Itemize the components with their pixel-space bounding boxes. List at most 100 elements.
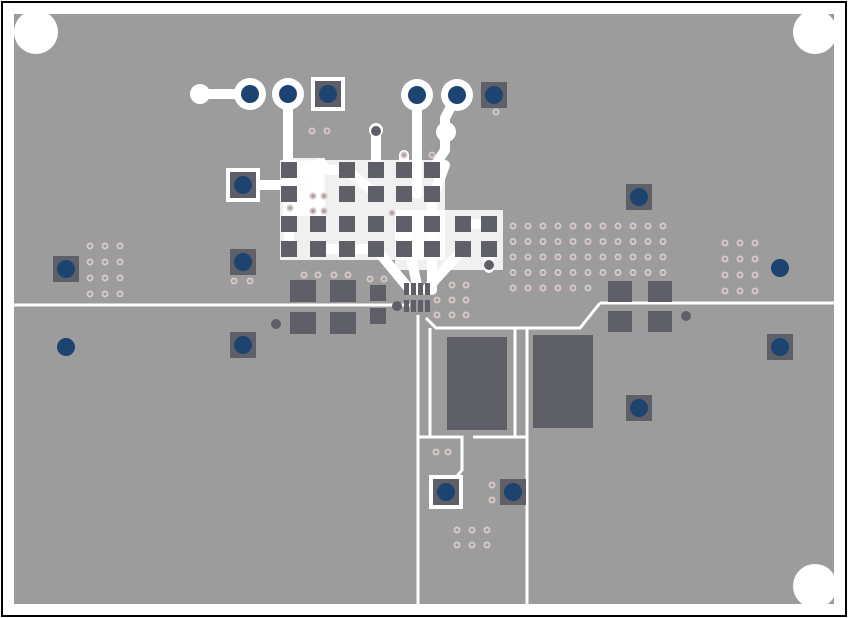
small-via-hole	[753, 257, 757, 261]
small-via-hole	[571, 286, 575, 290]
small-via-hole	[470, 543, 474, 547]
small-via-hole	[435, 313, 439, 317]
small-via-hole	[103, 276, 107, 280]
small-via-hole	[571, 270, 575, 275]
small-via-hole	[490, 483, 494, 487]
through-hole-via	[630, 399, 648, 417]
smd-pad	[368, 162, 384, 178]
through-hole-via	[319, 85, 337, 103]
small-via-hole	[646, 255, 650, 259]
small-via-hole	[616, 239, 620, 244]
small-via-hole	[511, 255, 515, 259]
smd-pad	[368, 186, 384, 202]
small-via-hole	[494, 110, 498, 114]
ic-pin	[411, 283, 416, 295]
small-via-hole	[586, 270, 590, 275]
small-via-hole	[661, 270, 665, 275]
smd-pad	[370, 285, 386, 301]
small-via-hole	[541, 270, 545, 275]
small-via-hole	[661, 239, 665, 244]
small-via-hole	[723, 289, 727, 293]
small-via-hole	[485, 528, 489, 532]
power-pad	[533, 335, 593, 428]
small-via-hole	[601, 255, 605, 259]
small-via-hole	[526, 255, 530, 259]
small-via-hole	[556, 270, 560, 275]
through-hole-via	[448, 86, 466, 104]
small-via-hole	[631, 239, 635, 244]
small-via-hole	[646, 270, 650, 275]
through-hole-via	[234, 336, 252, 354]
small-via-hole	[103, 244, 107, 248]
small-via-hole	[450, 298, 454, 302]
small-via-hole	[118, 260, 122, 264]
small-via-hole	[88, 276, 92, 280]
small-via-hole	[661, 224, 665, 228]
smd-pad	[330, 312, 356, 334]
smd-pad	[481, 241, 497, 257]
smd-pad	[368, 241, 384, 257]
small-via-hole	[526, 224, 530, 228]
small-via-hole	[661, 255, 665, 259]
smd-pad	[290, 312, 316, 334]
small-via-hole	[541, 239, 545, 244]
small-via-hole	[601, 239, 605, 244]
small-via-hole	[88, 260, 92, 264]
small-via-hole	[232, 279, 236, 283]
smd-pad	[330, 280, 356, 302]
smd-pad	[396, 241, 412, 257]
small-via-hole	[631, 255, 635, 259]
through-hole-via	[437, 483, 455, 501]
mounting-hole	[14, 10, 58, 54]
small-via-hole	[601, 270, 605, 275]
ic-pin	[418, 283, 423, 295]
small-via-hole	[586, 286, 590, 290]
through-hole-via	[630, 188, 648, 206]
smd-pad	[370, 308, 386, 324]
small-via-hole	[435, 298, 439, 302]
small-via-hole	[118, 292, 122, 296]
through-hole-via	[234, 253, 252, 271]
small-via-hole	[526, 239, 530, 244]
smd-pad	[455, 241, 471, 257]
small-via-hole	[325, 129, 329, 133]
mounting-hole	[793, 10, 837, 54]
small-via-hole	[646, 224, 650, 228]
small-via-hole	[753, 241, 757, 245]
small-via-hole	[738, 289, 742, 293]
small-via-hole	[402, 153, 406, 157]
small-via-hole	[464, 298, 468, 302]
small-via-hole	[511, 286, 515, 290]
through-hole-via	[279, 85, 297, 103]
smd-pad	[281, 186, 297, 202]
ic-pin	[404, 283, 409, 295]
small-via-hole	[601, 224, 605, 228]
small-via-hole	[738, 241, 742, 245]
small-via-hole	[332, 273, 336, 277]
dark-via	[681, 311, 691, 321]
small-via-hole	[118, 244, 122, 248]
small-via-hole	[526, 270, 530, 275]
smd-pad	[339, 186, 355, 202]
small-via-hole	[288, 206, 292, 210]
small-via-hole	[571, 239, 575, 244]
small-via-hole	[88, 292, 92, 296]
smd-pad	[648, 311, 672, 332]
small-via-hole	[310, 129, 314, 133]
smd-pad	[339, 162, 355, 178]
small-via-hole	[586, 224, 590, 228]
mounting-hole	[793, 564, 837, 608]
small-via-hole	[464, 313, 468, 317]
small-via-hole	[616, 224, 620, 228]
small-via-hole	[571, 255, 575, 259]
small-via-hole	[723, 273, 727, 277]
small-via-hole	[470, 528, 474, 532]
small-via-hole	[368, 277, 372, 281]
small-via-hole	[511, 239, 515, 244]
small-via-hole	[455, 528, 459, 532]
trace-end	[436, 122, 456, 142]
smd-pad	[396, 186, 412, 202]
smd-pad	[310, 241, 326, 257]
small-via-hole	[556, 239, 560, 244]
